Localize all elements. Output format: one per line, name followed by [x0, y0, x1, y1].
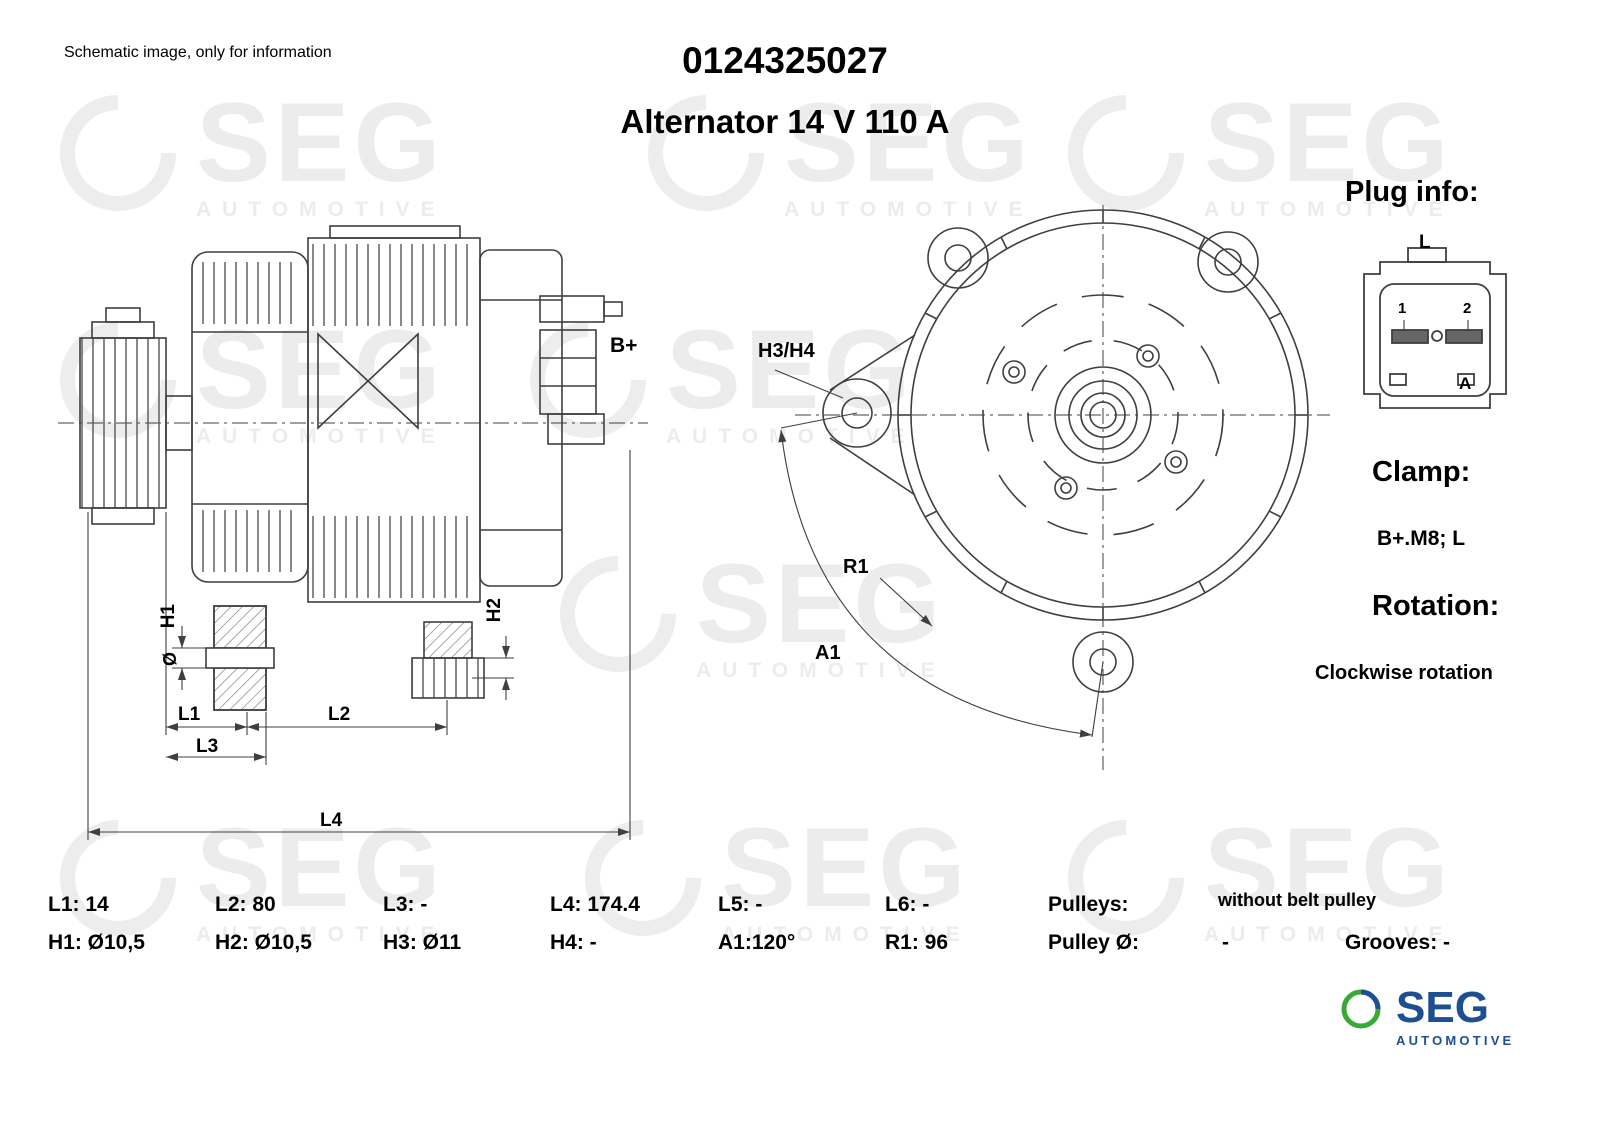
spec-a1: A1:120° [718, 931, 796, 954]
spec-grooves: Grooves: - [1345, 931, 1451, 954]
h3-h4-dimension-label: H3/H4 [758, 340, 815, 362]
spec-l3: L3: - [383, 893, 428, 916]
l2-dimension-label: L2 [328, 704, 351, 725]
rotation-value: Clockwise rotation [1315, 662, 1493, 684]
front-view-dimensions [774, 369, 1104, 738]
front-view-drawing [795, 205, 1330, 770]
seg-logo-icon [1341, 989, 1381, 1029]
clamp-value: B+.M8; L [1377, 527, 1466, 550]
spec-h2: H2: Ø10,5 [215, 931, 312, 954]
h2-dimension-label: H2 [484, 598, 505, 623]
rotation-heading: Rotation: [1372, 590, 1500, 622]
r1-dimension-label: R1 [843, 556, 869, 578]
spec-h1: H1: Ø10,5 [48, 931, 145, 954]
spec-l1: L1: 14 [48, 893, 109, 916]
spec-l4: L4: 174.4 [550, 893, 640, 916]
plug-info-heading: Plug info: [1345, 176, 1479, 208]
a1-dimension-label: A1 [815, 642, 841, 664]
diameter-symbol-label: Ø [160, 652, 180, 667]
side-view-drawing [58, 225, 648, 711]
l1-dimension-label: L1 [178, 704, 201, 725]
l4-dimension-label: L4 [320, 810, 343, 831]
logo-name-text: SEG [1396, 983, 1489, 1032]
clamp-heading: Clamp: [1372, 456, 1471, 488]
b-plus-terminal-label: B+ [610, 334, 638, 357]
plug-pin-a-label: A [1459, 374, 1472, 393]
h1-dimension-label: H1 [158, 604, 179, 629]
spec-l2: L2: 80 [215, 893, 276, 916]
product-title: Alternator 14 V 110 A [620, 103, 950, 140]
spec-r1: R1: 96 [885, 931, 949, 954]
spec-pulley-diameter-value: - [1222, 931, 1229, 954]
spec-h4: H4: - [550, 931, 597, 954]
spec-pulleys-value: without belt pulley [1218, 890, 1376, 910]
spec-l5: L5: - [718, 893, 763, 916]
seg-automotive-logo: SEG AUTOMOTIVE [1338, 986, 1514, 1048]
plug-type-label: L [1419, 232, 1431, 253]
spec-pulleys-label: Pulleys: [1048, 893, 1129, 916]
side-view-dimensions [87, 450, 631, 840]
disclaimer-text: Schematic image, only for information [64, 44, 332, 61]
plug-pin2-label: 2 [1463, 300, 1472, 317]
l3-dimension-label: L3 [196, 736, 219, 757]
part-number: 0124325027 [682, 40, 888, 81]
logo-subtitle-text: AUTOMOTIVE [1396, 1033, 1515, 1048]
spec-pulley-diameter-label: Pulley Ø: [1048, 931, 1140, 954]
spec-l6: L6: - [885, 893, 930, 916]
plug-pin1-label: 1 [1398, 300, 1407, 317]
spec-h3: H3: Ø11 [383, 931, 462, 954]
plug-connector-drawing [1363, 247, 1507, 409]
